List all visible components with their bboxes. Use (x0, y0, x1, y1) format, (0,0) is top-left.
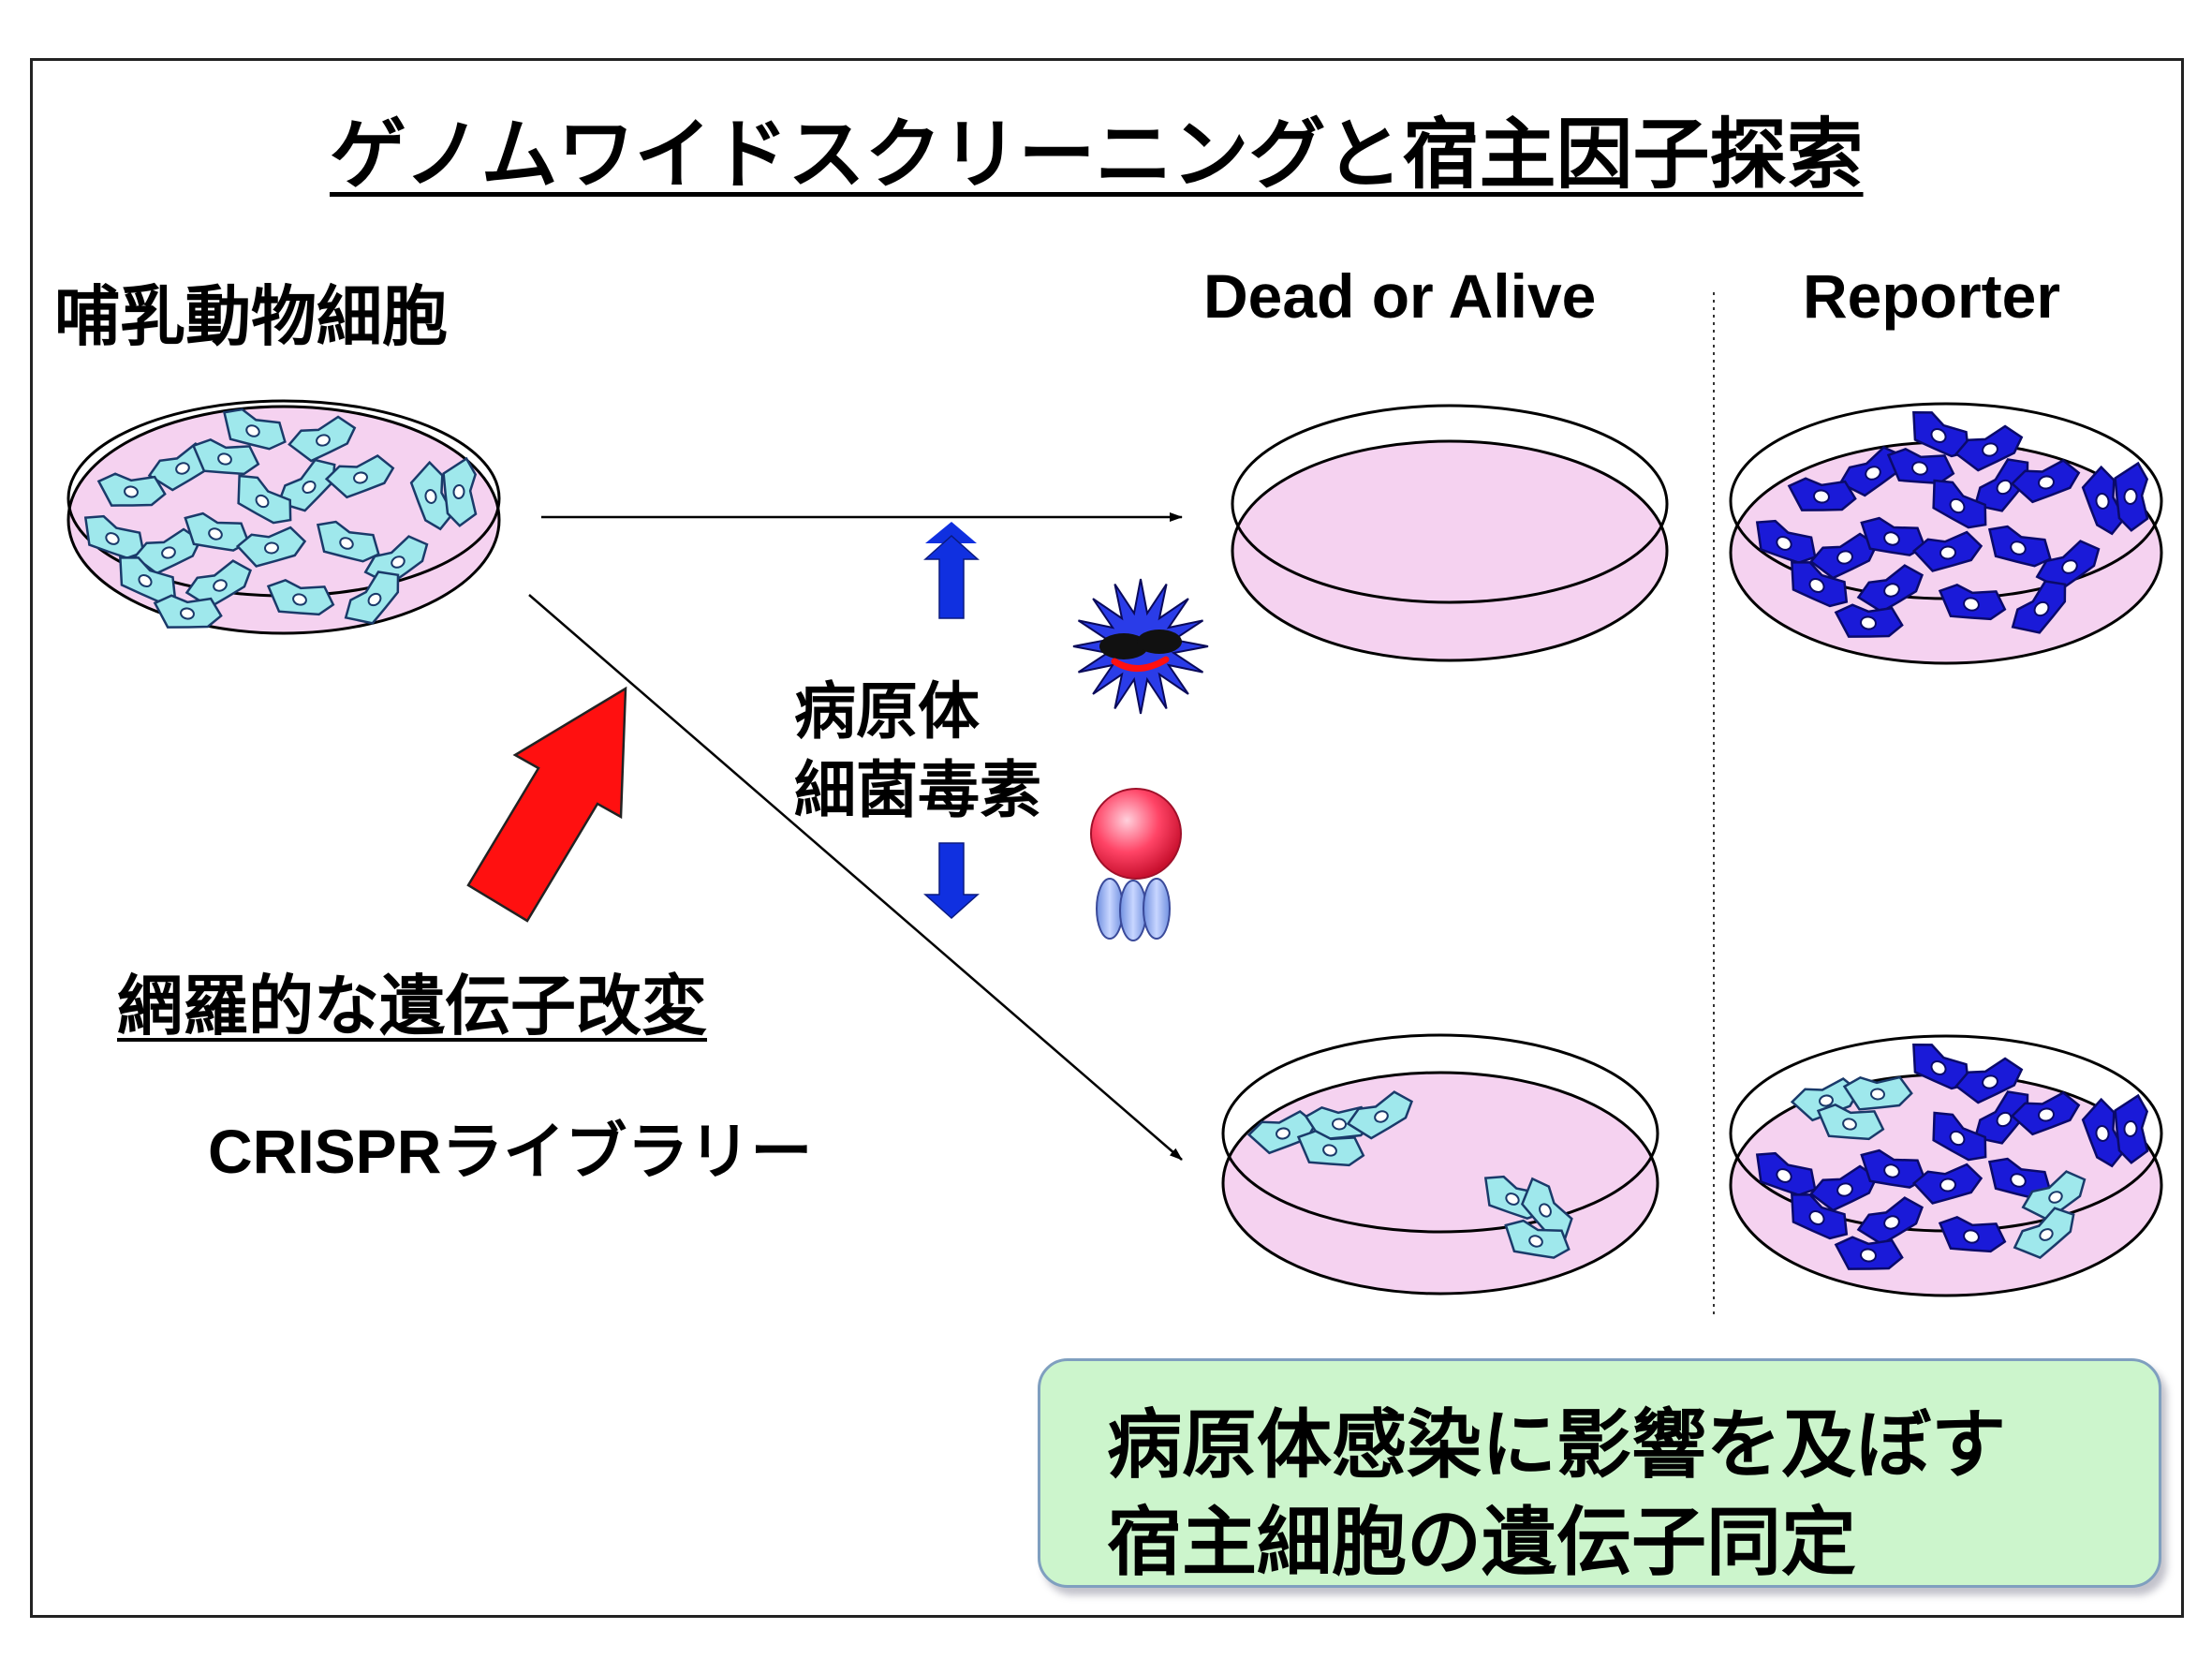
reporter-dish-top (1729, 399, 2163, 665)
source-dish (66, 398, 501, 638)
library-label: CRISPRライブラリー (208, 1117, 813, 1186)
method-label: 網羅的な遺伝子改変 (117, 968, 707, 1044)
page-title: ゲノムワイドスクリーニングと宿主因子探索 (330, 111, 1864, 200)
result-line-2: 宿主細胞の遺伝子同定 (1107, 1499, 1856, 1586)
dead-dish-empty (1231, 404, 1669, 662)
slide-frame (30, 58, 2184, 1618)
agent-label-pathogen: 病原体 (794, 675, 980, 748)
reporter-heading: Reporter (1803, 261, 2061, 331)
exposure-up-arrow (923, 534, 980, 619)
arrow-to-survivor-dish (528, 594, 1183, 1161)
toxin-icon (1090, 788, 1182, 941)
exposure-down-arrow (923, 842, 980, 920)
result-line-1: 病原体感染に影響を及ぼす (1107, 1401, 2006, 1489)
gene-modification-arrow (466, 686, 627, 923)
up-arrow-icon (925, 522, 977, 543)
source-cells-label: 哺乳動物細胞 (54, 278, 448, 355)
reporter-dish-bottom (1729, 1031, 2163, 1297)
dead-or-alive-heading: Dead or Alive (1203, 261, 1597, 331)
agent-label-toxin: 細菌毒素 (794, 754, 1041, 826)
pathogen-icon (1072, 578, 1209, 715)
survivor-dish (1221, 1033, 1659, 1296)
result-box (1038, 1358, 2161, 1588)
